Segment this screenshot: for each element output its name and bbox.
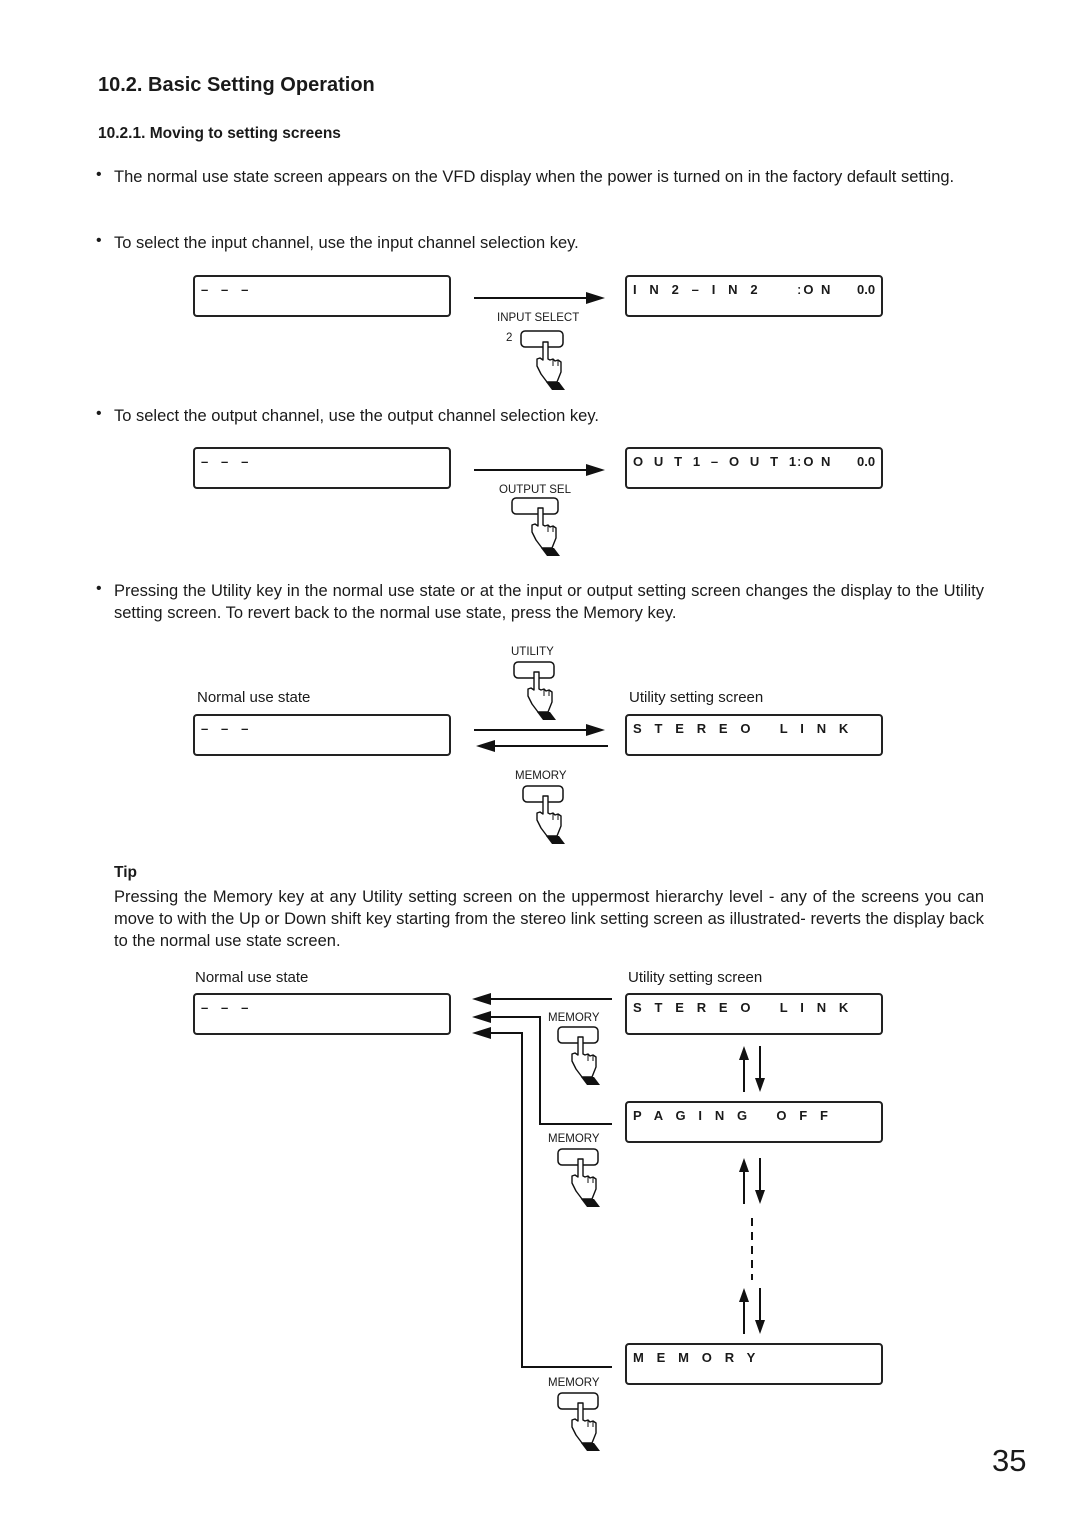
caption-normal-use-state: Normal use state — [197, 689, 311, 706]
display-text: – – – — [201, 1000, 253, 1015]
pointing-hand-icon — [571, 1036, 601, 1086]
display-normal-state: – – – — [193, 714, 451, 756]
caption-normal-use-state: Normal use state — [195, 969, 309, 986]
bullet-1: • — [96, 166, 102, 183]
paragraph-output-select: To select the output channel, use the ou… — [114, 407, 599, 425]
pointing-hand-icon — [536, 341, 566, 391]
output-sel-key — [511, 497, 559, 515]
up-down-arrows-icon — [739, 1046, 765, 1092]
display-on: ːO N — [797, 454, 833, 469]
section-title: 10.2. Basic Setting Operation — [98, 74, 375, 96]
input-select-key-label: INPUT SELECT — [497, 312, 580, 324]
caption-utility-setting-screen: Utility setting screen — [628, 969, 763, 986]
subsection-title: 10.2.1. Moving to setting screens — [98, 125, 341, 142]
display-stereo-link: S T E R E O L I N K — [625, 714, 883, 756]
display-on: ːO N — [797, 282, 833, 297]
up-down-arrows-icon — [739, 1158, 765, 1204]
display-normal-state: – – – — [193, 447, 451, 489]
page-number: 35 — [992, 1443, 1027, 1478]
memory-key-label: MEMORY — [548, 1012, 600, 1024]
display-value: 0.0 — [857, 454, 876, 469]
display-memory: M E M O R Y — [625, 1343, 883, 1385]
output-sel-key-label: OUTPUT SEL — [499, 484, 571, 496]
pointing-hand-icon — [536, 795, 566, 845]
display-input-channel: I N 2 – I N 2 ːO N 0.0 — [625, 275, 883, 317]
display-normal-state: – – – — [193, 275, 451, 317]
memory-key-label: MEMORY — [548, 1133, 600, 1145]
memory-key-label: MEMORY — [548, 1377, 600, 1389]
display-text-memory: M E M O R Y — [633, 1350, 760, 1365]
display-value: 0.0 — [857, 282, 876, 297]
bullet-3: • — [96, 405, 102, 422]
paragraph-utility: Pressing the Utility key in the normal u… — [114, 582, 984, 622]
memory-key-label: MEMORY — [515, 770, 567, 782]
display-text-paging-off: P A G I N G O F F — [633, 1108, 833, 1123]
display-text-stereo-link: S T E R E O L I N K — [633, 721, 853, 736]
display-text-stereo-link: S T E R E O L I N K — [633, 1000, 853, 1015]
input-select-key-number: 2 — [506, 332, 513, 344]
up-down-arrows-icon — [739, 1288, 765, 1334]
display-output-channel: O U T 1 – O U T 1 ːO N 0.0 — [625, 447, 883, 489]
display-text: – – – — [201, 454, 253, 469]
pointing-hand-icon — [571, 1402, 601, 1452]
display-paging-off: P A G I N G O F F — [625, 1101, 883, 1143]
display-text: – – – — [201, 721, 253, 736]
input-select-key — [520, 330, 564, 348]
pointing-hand-icon — [527, 671, 557, 721]
tip-label: Tip — [114, 864, 137, 881]
display-normal-state: – – – — [193, 993, 451, 1035]
paragraph-input-select: To select the input channel, use the inp… — [114, 234, 579, 252]
utility-key-label: UTILITY — [511, 646, 554, 658]
paragraph-power-on: The normal use state screen appears on t… — [114, 168, 955, 186]
pointing-hand-icon — [531, 507, 561, 557]
caption-utility-setting-screen: Utility setting screen — [629, 689, 764, 706]
tip-text: Pressing the Memory key at any Utility s… — [114, 888, 984, 950]
display-text-in: I N 2 – I N 2 — [633, 282, 763, 297]
pointing-hand-icon — [571, 1158, 601, 1208]
display-stereo-link: S T E R E O L I N K — [625, 993, 883, 1035]
bullet-2: • — [96, 232, 102, 249]
bullet-4: • — [96, 580, 102, 597]
display-text-out: O U T 1 – O U T 1 — [633, 454, 800, 469]
display-text: – – – — [201, 282, 253, 297]
